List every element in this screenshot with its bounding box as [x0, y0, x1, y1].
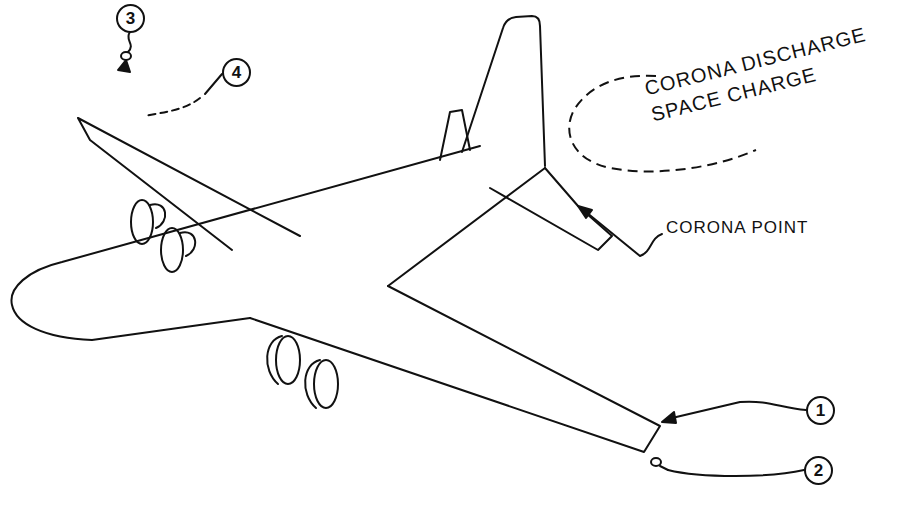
- leader-line: [672, 402, 806, 418]
- fuselage: [11, 146, 480, 340]
- callout-number: 2: [814, 462, 823, 479]
- leader-line: [205, 74, 222, 94]
- vertical-tail: [462, 16, 545, 166]
- leader-line: [128, 32, 131, 52]
- propeller: [150, 204, 165, 228]
- propeller: [267, 336, 282, 384]
- near-stabilizer: [490, 168, 612, 250]
- far-wing: [78, 118, 300, 250]
- callout-circle: 4: [222, 58, 251, 87]
- leader-line: [145, 98, 200, 116]
- arrow-head: [662, 412, 676, 423]
- callout-circle: 1: [806, 396, 835, 425]
- propeller: [180, 232, 195, 256]
- space-charge-region: CORONA DISCHARGE SPACE CHARGE: [560, 14, 910, 184]
- leader-line: [668, 470, 804, 476]
- leader-line: [586, 212, 662, 256]
- discharger-symbol: [121, 52, 131, 60]
- callout-circle: 2: [804, 456, 833, 485]
- callout-number: 3: [126, 10, 135, 27]
- part-label: CORONA POINT: [666, 218, 808, 238]
- discharger-symbol: [651, 458, 661, 466]
- region-label: CORONA DISCHARGE SPACE CHARGE: [642, 19, 883, 128]
- propeller: [305, 360, 320, 408]
- near-wing: [250, 286, 660, 452]
- engine-nacelle: [314, 360, 338, 408]
- arrow-head: [118, 60, 130, 72]
- arrow-head: [578, 206, 592, 218]
- callout-circle: 3: [116, 4, 145, 33]
- leader-line: [660, 466, 668, 470]
- callout-number: 1: [816, 402, 825, 419]
- fuselage: [388, 168, 545, 286]
- callout-number: 4: [232, 64, 241, 81]
- engine-nacelle: [276, 336, 300, 384]
